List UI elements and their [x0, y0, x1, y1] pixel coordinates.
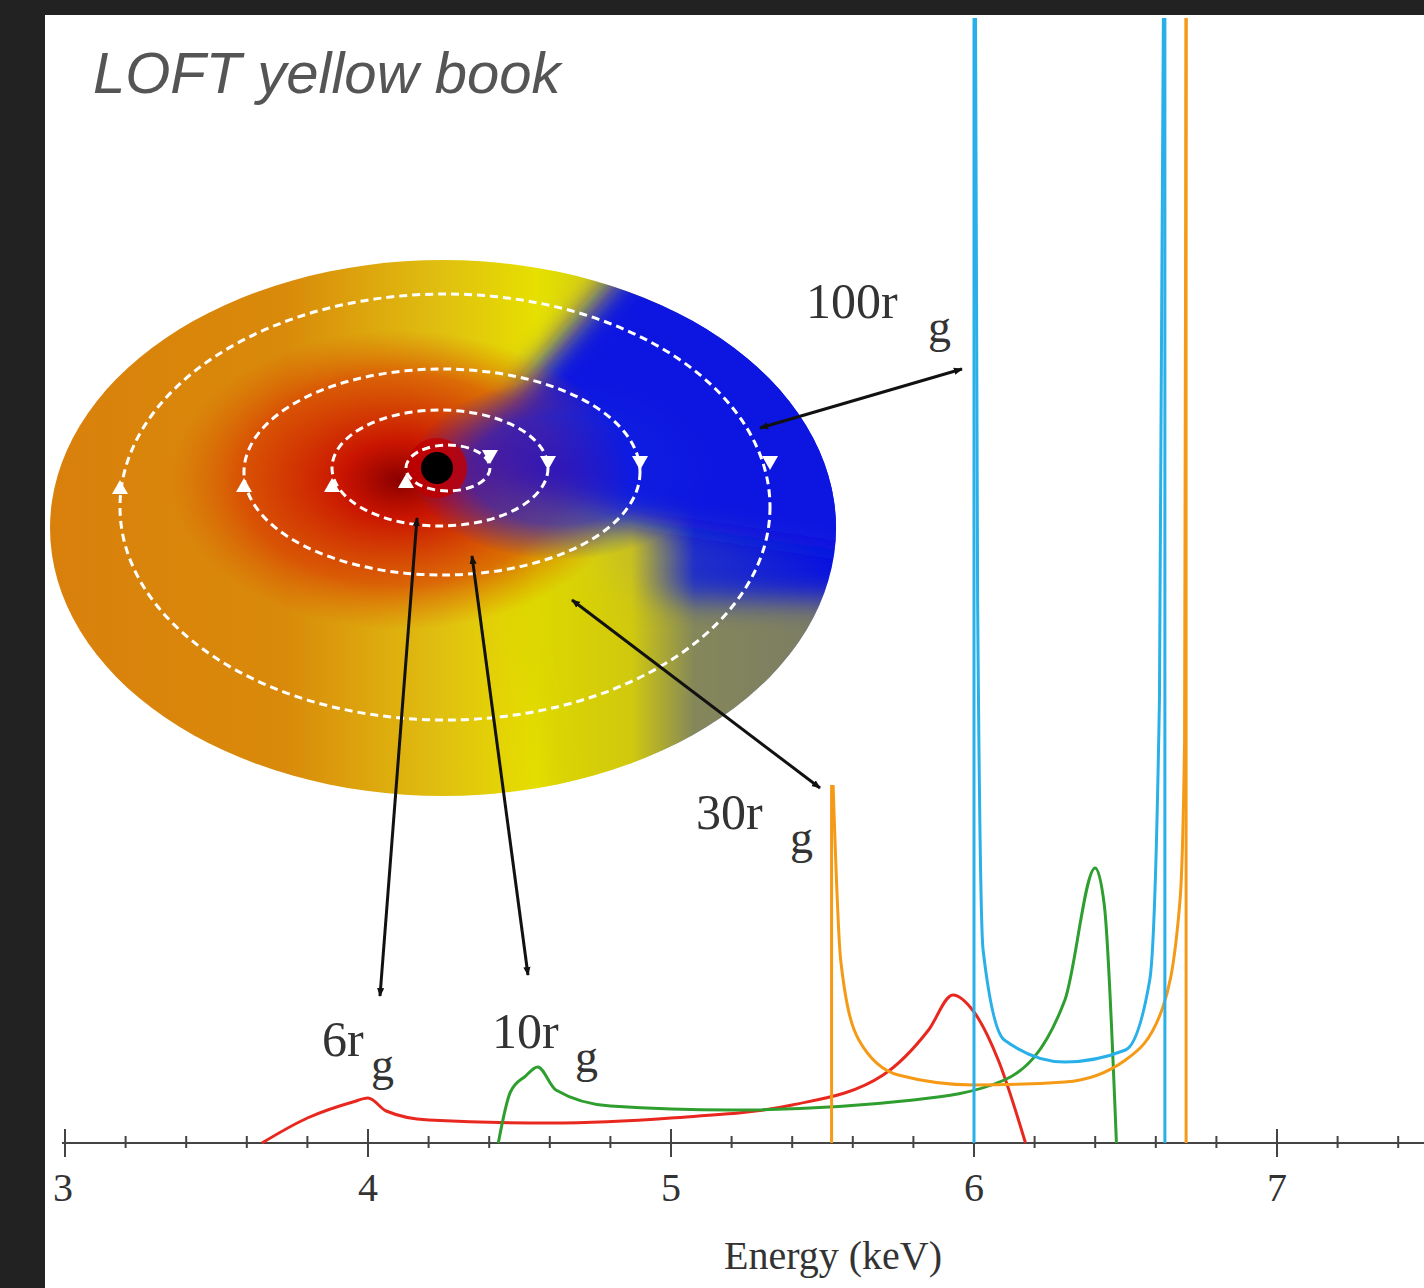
axis-tick: [852, 1136, 854, 1148]
line-profile: [976, 18, 1164, 1062]
line-profile-edge: [973, 18, 976, 1143]
subscript: g: [575, 1034, 598, 1080]
accretion-disk: [50, 250, 900, 820]
tick-label: 3: [53, 1168, 73, 1208]
line-profile: [262, 995, 1026, 1143]
axis-tick: [488, 1136, 490, 1148]
axis-tick: [791, 1136, 793, 1148]
axis-tick: [670, 1129, 672, 1157]
line-profile-edge: [830, 785, 833, 1143]
radius-label: 30r: [696, 787, 763, 837]
axis-tick: [246, 1136, 248, 1148]
axis-tick: [1034, 1136, 1036, 1148]
axis-tick: [125, 1136, 127, 1148]
line-profiles: [262, 18, 1186, 1143]
leader-lines: [380, 369, 962, 996]
axis-tick: [367, 1129, 369, 1157]
subscript: g: [371, 1042, 394, 1088]
axis-tick: [912, 1136, 914, 1148]
line-profile: [498, 868, 1116, 1143]
axis-tick: [1276, 1129, 1278, 1157]
axis-line: [62, 1142, 1424, 1144]
axis-tick: [731, 1136, 733, 1148]
radius-label: 6r: [322, 1014, 364, 1064]
axis-tick: [185, 1136, 187, 1148]
axis-tick: [306, 1136, 308, 1148]
axis-tick: [609, 1136, 611, 1148]
line-profile-edge: [1163, 18, 1166, 1143]
subscript: g: [928, 304, 951, 350]
radius-label: 10r: [492, 1006, 559, 1056]
axis-tick: [1397, 1136, 1399, 1148]
axis-tick: [64, 1129, 66, 1157]
axis-tick: [1337, 1136, 1339, 1148]
subscript: g: [790, 815, 813, 861]
radius-label: 100r: [806, 276, 898, 326]
axis-tick: [428, 1136, 430, 1148]
tick-label: 4: [358, 1168, 378, 1208]
energy-axis: [62, 1129, 1424, 1157]
line-profile-edge: [1185, 18, 1188, 1143]
tick-label: 7: [1267, 1168, 1287, 1208]
tick-label: 5: [661, 1168, 681, 1208]
axis-tick: [1155, 1136, 1157, 1148]
orbits: [120, 294, 770, 720]
orbit-arrows: [112, 450, 778, 494]
tick-label: 6: [964, 1168, 984, 1208]
axis-title: Energy (keV): [724, 1236, 942, 1276]
source-title: LOFT yellow book: [93, 44, 560, 102]
line-profile: [833, 18, 1186, 1085]
axis-tick: [1215, 1136, 1217, 1148]
axis-tick: [1094, 1136, 1096, 1148]
axis-tick: [549, 1136, 551, 1148]
